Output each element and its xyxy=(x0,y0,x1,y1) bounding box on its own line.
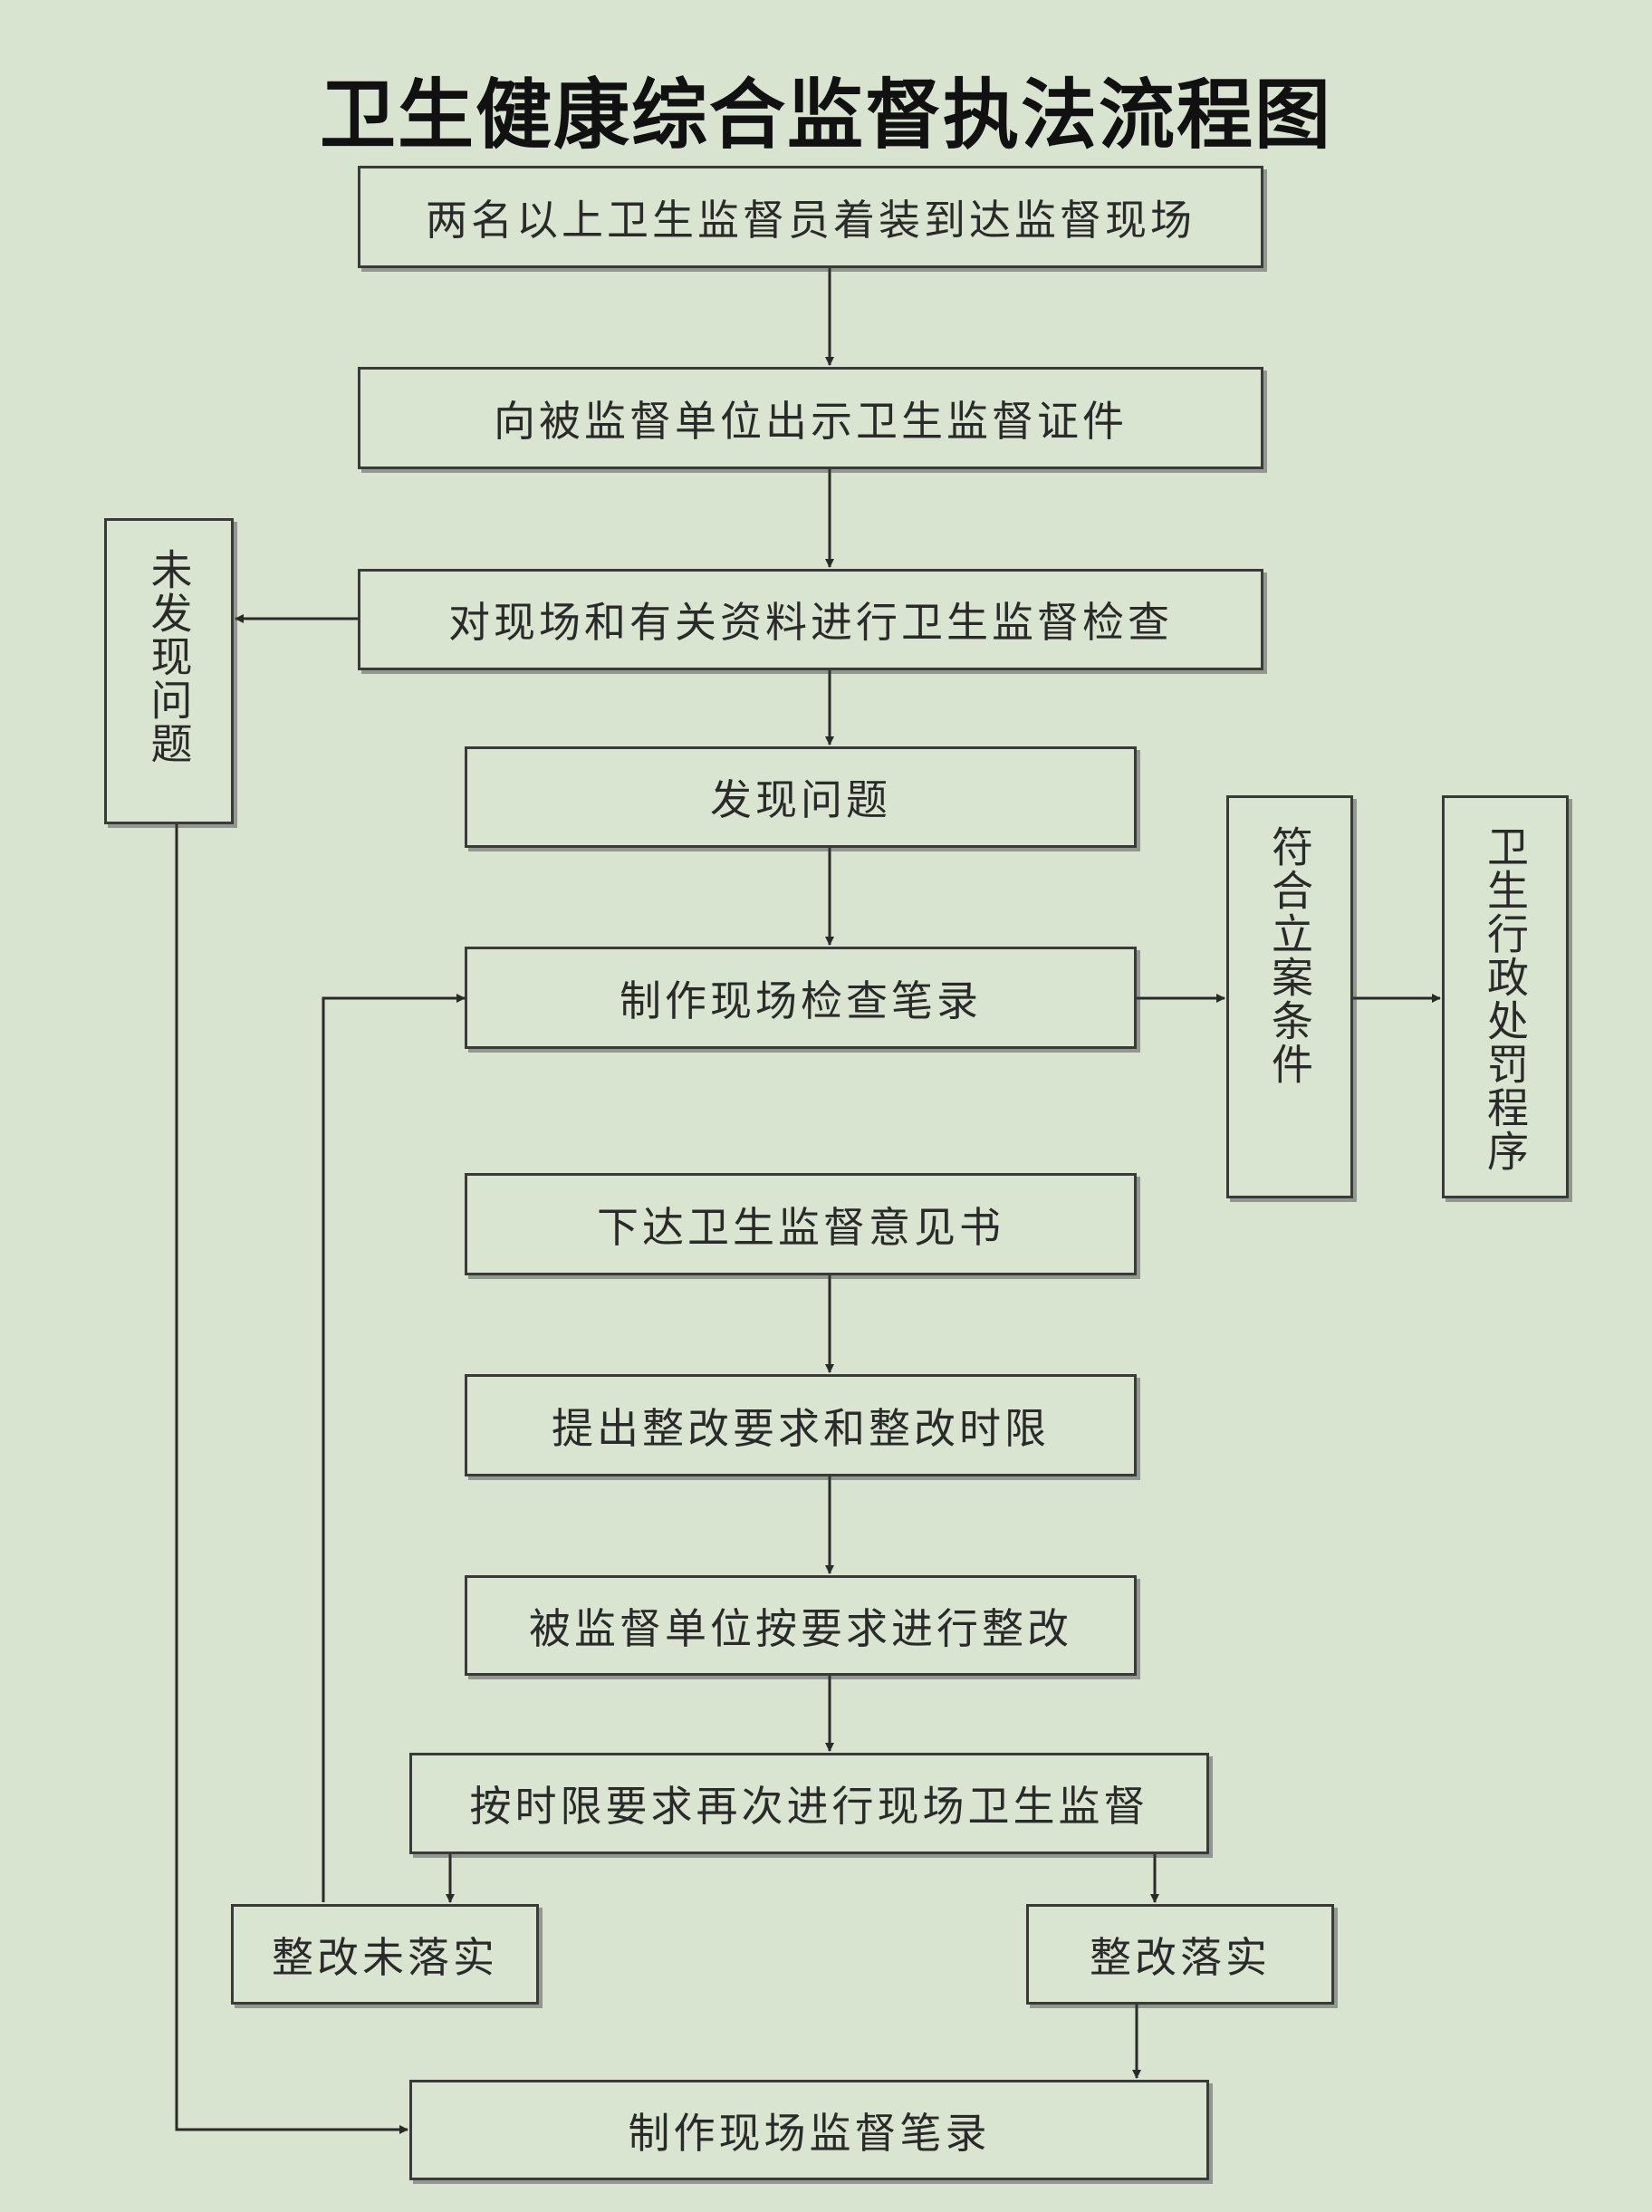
step-not-implemented-label: 整改未落实 xyxy=(272,1932,498,1982)
step-show-certificate-label: 向被监督单位出示卫生监督证件 xyxy=(494,396,1128,446)
step-inspect-label: 对现场和有关资料进行卫生监督检查 xyxy=(448,598,1173,647)
step-opinion-letter: 下达卫生监督意见书 xyxy=(465,1173,1137,1275)
step-found-problem-label: 发现问题 xyxy=(710,775,891,824)
step-unit-rectifies: 被监督单位按要求进行整改 xyxy=(465,1575,1137,1676)
step-inspect: 对现场和有关资料进行卫生监督检查 xyxy=(358,569,1263,670)
step-inspection-record-label: 制作现场检查笔录 xyxy=(620,976,982,1025)
step-case-condition-label: 符合立案条件 xyxy=(1265,825,1314,1086)
page-title: 卫生健康综合监督执法流程图 xyxy=(319,71,1332,159)
arrow-no-problem-to-supervision-record xyxy=(175,824,408,2134)
step-rectify-requirements: 提出整改要求和整改时限 xyxy=(465,1374,1137,1476)
step-not-implemented: 整改未落实 xyxy=(231,1904,539,2005)
step-inspection-record: 制作现场检查笔录 xyxy=(465,947,1137,1049)
step-found-problem: 发现问题 xyxy=(465,746,1137,848)
step-case-condition: 符合立案条件 xyxy=(1226,795,1353,1198)
step-unit-rectifies-label: 被监督单位按要求进行整改 xyxy=(529,1603,1072,1653)
step-recheck: 按时限要求再次进行现场卫生监督 xyxy=(409,1753,1209,1854)
step-supervision-record-label: 制作现场监督笔录 xyxy=(628,2108,991,2158)
step-no-problem: 未发现问题 xyxy=(104,518,234,824)
step-penalty-procedure: 卫生行政处罚程序 xyxy=(1442,795,1569,1198)
step-rectify-requirements-label: 提出整改要求和整改时限 xyxy=(552,1403,1050,1453)
step-opinion-letter-label: 下达卫生监督意见书 xyxy=(597,1202,1004,1252)
step-arrive-site: 两名以上卫生监督员着装到达监督现场 xyxy=(358,166,1263,268)
step-implemented-label: 整改落实 xyxy=(1090,1932,1271,1982)
arrow-not-implemented-back-to-record xyxy=(322,994,466,1902)
step-show-certificate: 向被监督单位出示卫生监督证件 xyxy=(358,367,1263,469)
step-no-problem-label: 未发现问题 xyxy=(144,548,194,765)
step-arrive-site-label: 两名以上卫生监督员着装到达监督现场 xyxy=(426,195,1196,245)
step-penalty-procedure-label: 卫生行政处罚程序 xyxy=(1481,825,1530,1173)
step-recheck-label: 按时限要求再次进行现场卫生监督 xyxy=(469,1782,1149,1831)
step-supervision-record: 制作现场监督笔录 xyxy=(409,2080,1209,2180)
step-implemented: 整改落实 xyxy=(1026,1904,1334,2005)
